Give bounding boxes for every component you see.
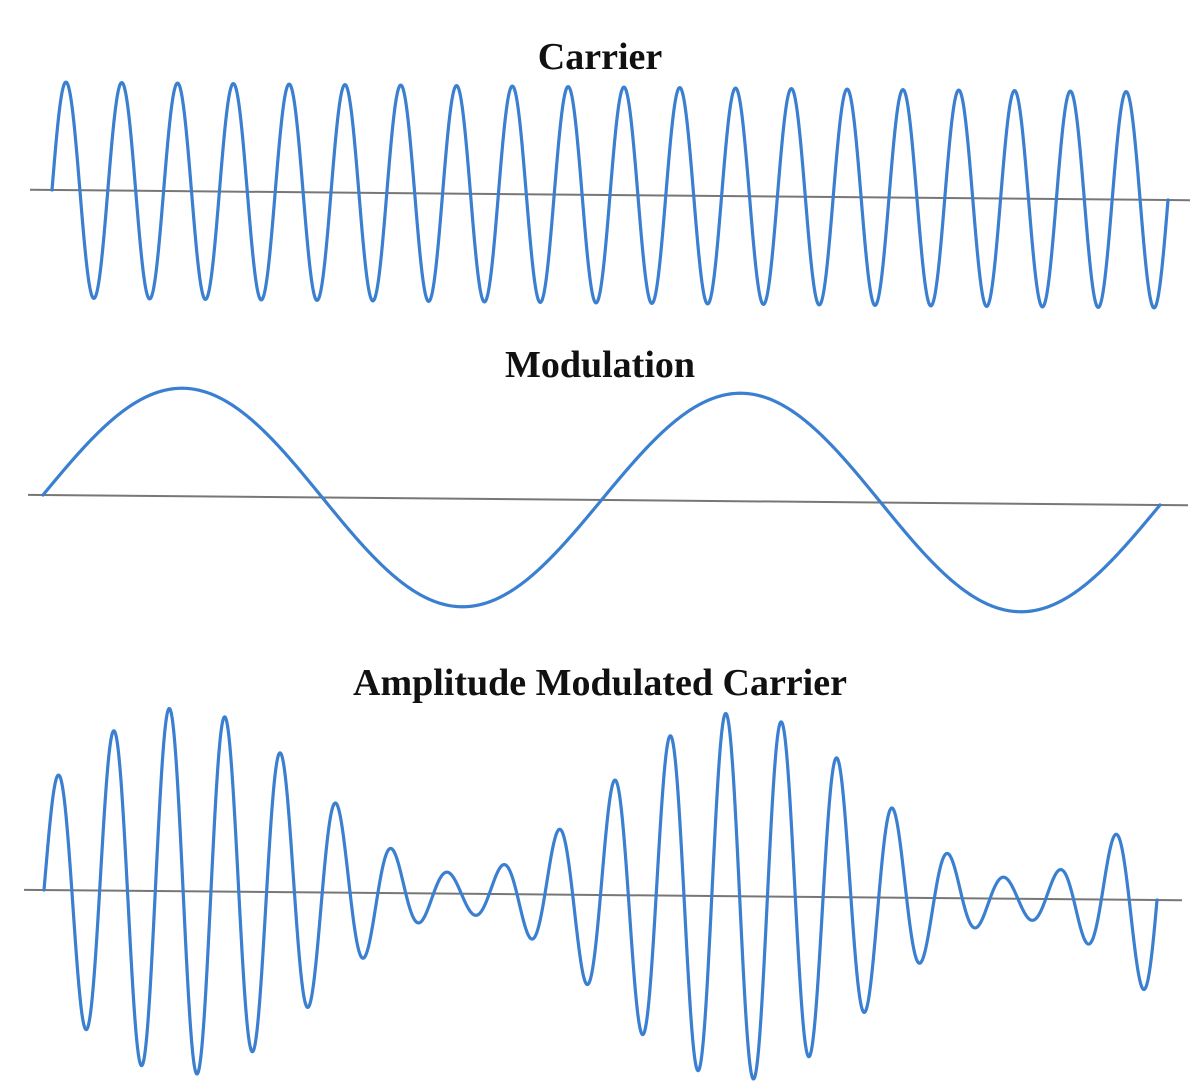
modulation-axis-line <box>27 493 1189 507</box>
am-carrier-panel <box>23 706 1183 1081</box>
am-axis-line <box>23 888 1183 902</box>
am-carrier-wave <box>42 706 1159 1081</box>
modulation-wave <box>41 386 1162 614</box>
modulation-title: Modulation <box>504 344 696 386</box>
modulation-panel <box>27 386 1189 614</box>
carrier-wave <box>50 80 1170 310</box>
carrier-panel <box>29 80 1191 310</box>
carrier-title: Carrier <box>537 36 663 78</box>
am-carrier-title: Amplitude Modulated Carrier <box>353 662 847 704</box>
